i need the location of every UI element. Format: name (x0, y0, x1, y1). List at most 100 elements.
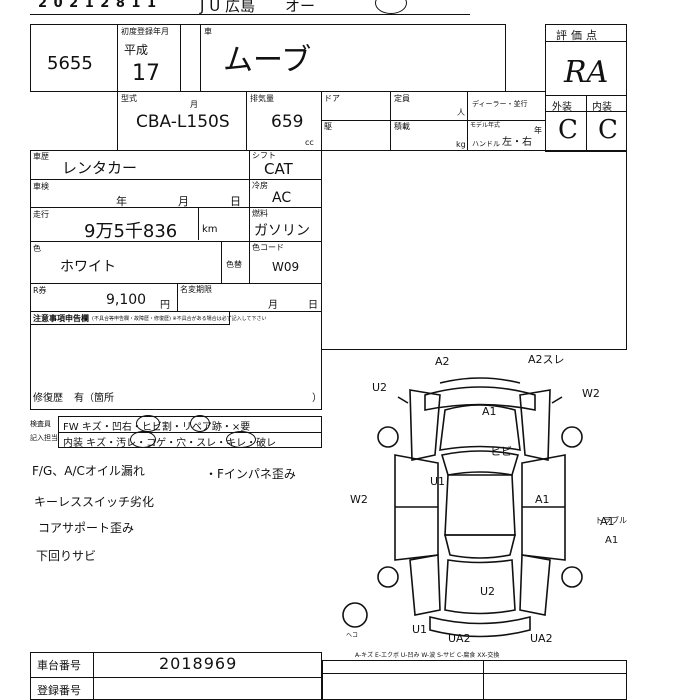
repair-label: 修復歴 (33, 393, 63, 404)
color-label: 色 (33, 244, 41, 253)
grade-title: 評価点 (556, 29, 601, 42)
damage-code: A2スレ (528, 355, 565, 366)
damage-code: A2 (435, 355, 450, 368)
damage-code: A1 (482, 405, 497, 418)
roof-outline (444, 474, 516, 536)
vehicle-no-label: 車台番号 (37, 659, 81, 672)
damage-code: U2 (372, 381, 387, 394)
damage-code: ヒビ (490, 445, 512, 458)
month-unit: 月 (190, 100, 198, 109)
wheel-rear-right (561, 566, 583, 588)
damage-code: U2 (480, 585, 495, 598)
check-mark-circle (190, 415, 210, 432)
model-box: 型式 CBA-L150S (117, 91, 247, 151)
color-code-value: W09 (272, 260, 300, 274)
damage-legend: A-キズ E-エクボ U-凹み W-波 S-サビ C-腐食 XX-交換 (355, 652, 500, 659)
handle-label: ハンドル (472, 140, 500, 148)
handle-value: 左・右 (502, 137, 532, 148)
mileage-unit: km (202, 224, 218, 235)
specs-box: ドア 定員 人 ディーラー・並行 駆 積載 モデル年式 年 kg ハンドル 左・… (321, 91, 546, 151)
dealer-label: ディーラー・並行 (472, 100, 528, 108)
spare-tire (342, 602, 368, 628)
damage-code: UA2 (530, 632, 553, 645)
reg-year: 17 (132, 61, 160, 86)
recycle-unit: 円 (160, 300, 170, 311)
damage-code: W2 (350, 493, 368, 506)
inspection-label: 車検 (33, 182, 49, 191)
left-rear-fender (409, 554, 441, 616)
header-code: 2 0 2 1 2 8 1 1 (38, 0, 158, 11)
mileage-row: 走行 9万5千836 km (30, 208, 250, 242)
history-row: 車歴 レンタカー (30, 150, 250, 180)
wheel-front-left (377, 426, 399, 448)
era: 平成 (124, 43, 149, 57)
header-venue-suffix: オー (285, 0, 316, 15)
recycle-label: R券 (33, 286, 47, 295)
mileage-value: 9万5千836 (84, 221, 178, 242)
rear-glass-outline (443, 534, 517, 559)
right-rear-fender (519, 554, 551, 616)
trunk-outline (444, 559, 516, 615)
left-mirror (397, 396, 409, 404)
exterior-grade: C (558, 115, 578, 145)
bottom-right-box (322, 660, 627, 700)
repair-close: ） (312, 393, 322, 404)
deadline-cell: 名変期限 月 日 (178, 284, 322, 312)
header-venue: J U 広島 (200, 0, 255, 15)
handwritten-note: 下回りサビ (36, 549, 97, 563)
color-change-label: 色替 (226, 260, 242, 269)
load-label: 積載 (394, 122, 410, 131)
fuel-value: ガソリン (254, 223, 310, 239)
damage-code: A1 (535, 493, 550, 506)
rear-bumper-outline (429, 615, 531, 638)
displacement-unit: cc (305, 138, 314, 147)
inspection-day-unit: 日 (230, 195, 241, 208)
check-mark-circle (136, 415, 160, 432)
inspection-row: 車検 年 月 日 (30, 180, 250, 208)
shift-cell: シフト CAT (250, 150, 322, 180)
door-label: ドア (324, 94, 340, 103)
model-year-label: モデル年式 (470, 122, 501, 129)
right-mirror (551, 396, 563, 404)
check-mark-circle (226, 431, 256, 448)
handwritten-note: ・Fインパネ歪み (205, 467, 296, 481)
color-change-cell: 色替 (222, 242, 250, 284)
damage-code: UA2 (448, 632, 471, 645)
grade-box: 評価点 RA 外装 内装 C C (545, 24, 627, 152)
displacement-box: 排気量 659 cc (246, 91, 322, 151)
first-reg-label: 初度登録年月 (121, 27, 169, 36)
ac-value: AC (272, 190, 292, 206)
front-bumper-outline (439, 377, 521, 384)
interior-check-row: 内装 キズ・汚レ・コゲ・穴・スレ・キレ・破レ (63, 438, 277, 449)
caution-label: 注意事項申告欄 (33, 314, 89, 323)
car-damage-diagram: A2 A2スレ U2 W2 A1 ヒビ U1 W2 A1 U2 U1 UA2 U… (342, 355, 627, 645)
wheel-rear-left (377, 566, 399, 588)
deadline-day-unit: 日 (308, 300, 318, 311)
color-value: ホワイト (60, 259, 116, 275)
recycle-row: R券 9,100 円 (30, 284, 178, 312)
hood-front-outline (424, 386, 536, 411)
header-strip (30, 0, 470, 15)
history-value: レンタカー (62, 159, 138, 177)
handwritten-note: F/G、A/Cオイル漏れ (32, 464, 145, 478)
caution-area: 注意事項申告欄 (不具合等申告欄・故障歴・修復歴) ※不具合がある場合は必ず記入… (30, 312, 322, 410)
ac-cell: 冷房 AC (250, 180, 322, 208)
damage-code: A1 (600, 515, 615, 528)
inspection-month-unit: 月 (178, 195, 189, 208)
color-code-label: 色コード (252, 243, 284, 252)
lot-number-box: 5655 (30, 24, 118, 92)
displacement-value: 659 (271, 112, 304, 132)
exterior-label: 外装 (552, 102, 572, 113)
recycle-value: 9,100 (106, 292, 147, 308)
caution-sub: (不具合等申告欄・故障歴・修復歴) ※不具合がある場合は必ず記入して下さい (92, 316, 267, 322)
damage-code: U1 (430, 475, 445, 488)
right-front-fender (519, 389, 551, 461)
history-label: 車歴 (33, 152, 49, 161)
hood-outline (439, 404, 521, 451)
person-unit: 人 (457, 108, 465, 117)
vehicle-no: 2018969 (159, 654, 238, 673)
deadline-month-unit: 月 (268, 300, 278, 311)
mileage-label: 走行 (33, 210, 49, 219)
kg-unit: kg (456, 140, 466, 149)
